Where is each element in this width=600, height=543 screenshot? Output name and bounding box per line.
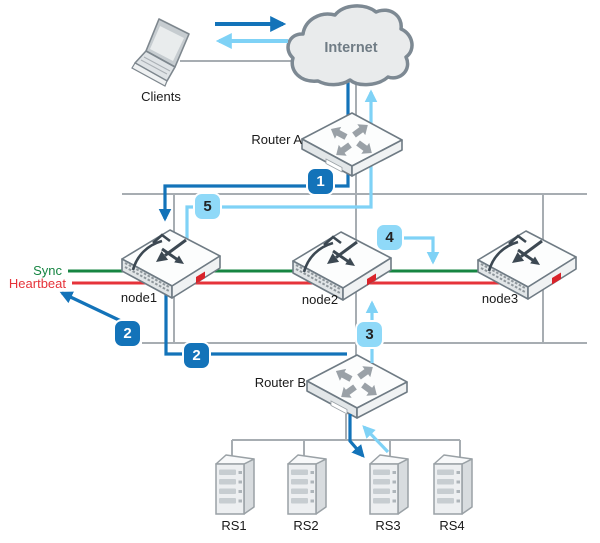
clients-label: Clients xyxy=(141,89,181,104)
rs1-server-icon xyxy=(215,454,255,515)
node1-label: node1 xyxy=(120,290,158,305)
rs4-server-icon xyxy=(433,454,473,515)
sync-label: Sync xyxy=(33,263,62,278)
step-badge-2b: 2 xyxy=(182,341,211,370)
router-b-icon xyxy=(307,355,407,418)
step-badge-3: 3 xyxy=(355,320,384,349)
cloud-icon xyxy=(286,4,414,87)
router-b-label: Router B xyxy=(254,375,306,390)
rs3-label: RS3 xyxy=(375,518,401,533)
heartbeat-label: Heartbeat xyxy=(8,276,66,291)
rs1-label: RS1 xyxy=(221,518,247,533)
rs4-label: RS4 xyxy=(439,518,465,533)
return-traffic-bottom-arrow xyxy=(362,425,390,454)
internet-label: Internet xyxy=(324,40,378,56)
rs2-label: RS2 xyxy=(293,518,319,533)
step-badge-4: 4 xyxy=(375,223,404,252)
flow-step2-bottom-path xyxy=(348,414,365,458)
step-badge-5: 5 xyxy=(193,192,222,221)
flow-step2-path xyxy=(59,288,347,356)
node2-label: node2 xyxy=(301,292,339,307)
router-a-label: Router A xyxy=(251,132,302,147)
rs3-server-icon xyxy=(369,454,409,515)
node3-icon xyxy=(476,229,578,301)
flow-step4-path xyxy=(403,236,440,265)
laptop-icon xyxy=(131,18,190,87)
node3-label: node3 xyxy=(481,291,519,306)
step-badge-1: 1 xyxy=(306,167,335,196)
rs2-server-icon xyxy=(287,454,327,515)
node1-icon xyxy=(120,228,222,300)
step-badge-2a: 2 xyxy=(113,319,142,348)
client-traffic-arrows xyxy=(215,16,288,49)
